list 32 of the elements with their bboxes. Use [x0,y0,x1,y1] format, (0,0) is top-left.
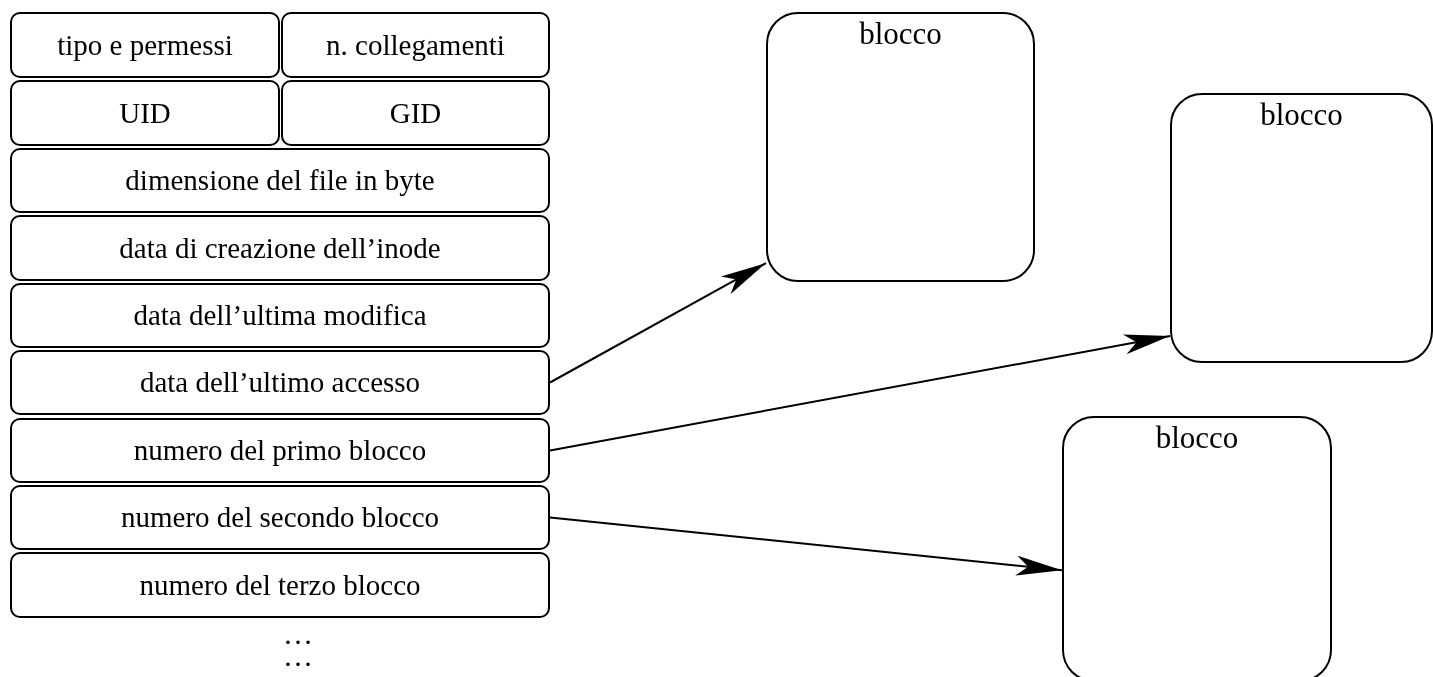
field-label: numero del secondo blocco [120,501,440,534]
arrow [549,516,1063,576]
ellipsis: … [283,620,313,647]
block-title: blocco [859,16,942,52]
inode-field-box [10,350,550,415]
block-box [1062,416,1332,677]
field-label: numero del primo blocco [133,434,427,467]
inode-field-box [10,80,280,146]
field-label: GID [389,96,442,130]
inode-field-box [10,12,280,78]
field-label: data dell’ultimo accesso [139,366,421,399]
inode-field-box [281,12,550,78]
inode-field-box [10,283,550,348]
field-label: data di creazione dell’inode [119,231,441,265]
field-label: data dell’ultima modifica [133,299,427,332]
arrow [549,334,1171,452]
field-label: tipo e permessi [57,28,233,62]
block-title: blocco [1155,420,1239,456]
block-title: blocco [1260,97,1343,133]
inode-field-box [10,215,550,281]
block-box [766,12,1035,282]
arrow [549,262,767,384]
inode-field-box [10,418,550,483]
inode-field-box [10,485,550,550]
inode-field-box [10,148,550,213]
inode-field-box [281,80,550,146]
block-box [1170,93,1433,363]
field-label: numero del terzo blocco [139,568,421,602]
field-label: n. collegamenti [326,28,505,62]
field-label: dimensione del file in byte [125,164,435,197]
field-label: UID [119,96,171,130]
inode-field-box [10,552,550,618]
